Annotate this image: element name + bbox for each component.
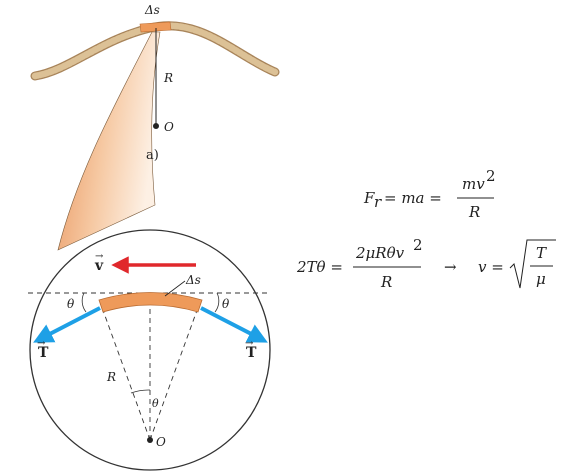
tension-right-label: T <box>246 345 257 361</box>
implies-arrow: → <box>444 258 457 276</box>
radius-dashed-left <box>99 301 151 441</box>
eq2-numerator-exp: 2 <box>413 236 423 254</box>
eq2-numerator: 2μRθv <box>355 244 405 262</box>
eq1-denominator: R <box>468 203 480 221</box>
theta-right-label: θ <box>222 297 230 311</box>
eq2-lhs: 2Tθ = <box>296 258 343 276</box>
eq3-denominator: μ <box>536 270 546 288</box>
center-top-label: O <box>164 120 174 134</box>
theta-arc-left <box>81 292 87 313</box>
center-point-inset <box>147 437 153 443</box>
radius-dashed-right <box>149 301 201 441</box>
rope-segment-delta-s <box>139 21 172 33</box>
tension-right-vector-mark: → <box>245 338 254 349</box>
velocity-label: v <box>94 258 104 274</box>
velocity-vector-mark: → <box>95 251 104 262</box>
tension-left-vector-mark: → <box>37 338 46 349</box>
center-angle-arc <box>130 389 151 394</box>
sqrt-sign <box>509 239 556 289</box>
panel-label: a) <box>146 148 159 163</box>
center-point-top <box>153 123 159 129</box>
eq1-lhs: F <box>363 189 375 207</box>
eq3-numerator: T <box>536 244 547 262</box>
eq1-sub: r <box>374 193 382 211</box>
delta-s-pointer <box>164 280 186 297</box>
eq2-denominator: R <box>380 273 392 291</box>
eq3-lhs: v = <box>478 258 504 276</box>
radius-top-label: R <box>163 71 173 85</box>
eq1-numerator: mv <box>462 175 485 193</box>
center-inset-label: O <box>156 435 166 449</box>
radius-inset-label: R <box>106 370 116 384</box>
tension-left-label: T <box>38 345 49 361</box>
theta-left-label: θ <box>67 297 75 311</box>
delta-s-inset-label: Δs <box>185 273 201 287</box>
eq1-mid: = ma = <box>384 189 442 207</box>
inset-rope-segment <box>98 292 203 313</box>
theta-arc-right <box>214 292 220 313</box>
tension-arrow-left <box>33 306 101 343</box>
eq1-numerator-exp: 2 <box>486 167 496 185</box>
theta-center-label: θ <box>152 397 159 410</box>
tension-arrow-right <box>200 306 268 343</box>
delta-s-top-label: Δs <box>144 3 160 17</box>
zoom-funnel <box>57 31 161 251</box>
